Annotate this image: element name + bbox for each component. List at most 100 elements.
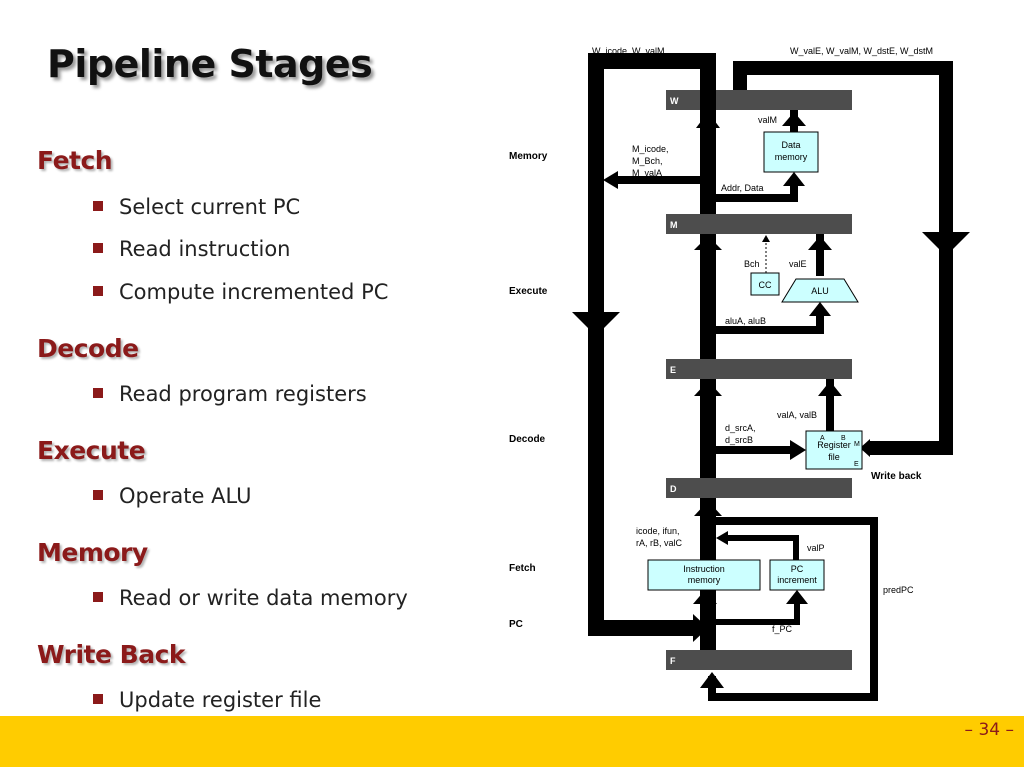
stage-label-decode: Decode [509, 434, 546, 445]
data-memory-unit [763, 131, 819, 173]
signal-label-m-fields: M_Bch, [632, 156, 663, 166]
register-file-label: file [828, 452, 840, 462]
register-label-f: F [670, 656, 676, 666]
arrowhead [762, 235, 770, 242]
register-label-e: E [670, 365, 676, 375]
data-memory-label: memory [775, 152, 808, 162]
stage-label-execute: Execute [509, 286, 548, 297]
arrowhead [700, 672, 724, 688]
section-heading-memory: Memory [37, 538, 148, 567]
signal-label-fetch-fields: rA, rB, valC [636, 538, 683, 548]
arrowhead [603, 171, 618, 189]
signal-label-alua-alub: aluA, aluB [725, 316, 766, 326]
wire-e-column [700, 379, 716, 478]
arrowhead [808, 236, 832, 250]
arrowhead [809, 302, 831, 316]
register-file-unit [805, 430, 863, 470]
signal-label-valm: valM [758, 115, 777, 125]
signal-label-d-src: d_srcB [725, 435, 753, 445]
bullet-square-icon [93, 490, 103, 500]
signal-label-m-fields: M_valA [632, 168, 662, 178]
arrowhead [693, 590, 717, 604]
register-port-b-label: B [841, 435, 846, 442]
bullet-item: Operate ALU [93, 484, 252, 508]
wire-vale [816, 234, 824, 276]
signal-label-w-vale-valm-dst: W_valE, W_valM, W_dstE, W_dstM [790, 46, 933, 56]
section-heading-execute: Execute [37, 436, 146, 465]
register-label-m: M [670, 220, 678, 230]
wire-valp [724, 535, 799, 560]
alu-unit [781, 278, 859, 303]
pipeline-register-d [666, 478, 852, 498]
arrowhead [694, 501, 722, 516]
page-number: – 34 – [964, 720, 1014, 740]
signal-label-d-src: d_srcA, [725, 423, 756, 433]
section-heading-decode: Decode [37, 334, 139, 363]
bullet-item: Select current PC [93, 195, 300, 219]
register-port-e-label: E [854, 461, 859, 468]
arrowhead [860, 439, 870, 457]
wire-instr-mem-in [701, 592, 709, 650]
stage-label-pc: PC [509, 619, 523, 630]
instruction-memory-unit [647, 559, 761, 591]
wire-vala-valb [826, 379, 834, 431]
bullet-item: Update register file [93, 688, 321, 712]
pipeline-register-m [666, 214, 852, 234]
bullet-square-icon [93, 201, 103, 211]
arrowhead [696, 112, 720, 128]
wire-f-pc [716, 597, 800, 625]
cc-unit [750, 272, 780, 296]
arrowhead [818, 381, 842, 396]
page-title: Pipeline Stages [47, 42, 373, 86]
arrowhead [783, 172, 805, 186]
pc-increment-label: increment [777, 575, 817, 585]
register-label-d: D [670, 484, 677, 494]
wire-m-column [700, 234, 716, 359]
arrowhead [786, 590, 808, 604]
bullet-item: Read instruction [93, 237, 290, 261]
wire-predpc [708, 517, 878, 701]
pipeline-register-e [666, 359, 852, 379]
wire-addr-data [716, 182, 798, 202]
bullet-square-icon [93, 694, 103, 704]
signal-label-vale: valE [789, 259, 807, 269]
signal-label-m-fields: M_icode, [632, 144, 669, 154]
pipeline-register-f [666, 650, 852, 670]
bullet-square-icon [93, 592, 103, 602]
arrowhead [572, 312, 620, 336]
wire-w-vale-valm-dst [733, 61, 953, 455]
register-port-m-label: M [854, 441, 860, 448]
cc-label: CC [759, 280, 772, 290]
bullet-square-icon [93, 286, 103, 296]
bullet-square-icon [93, 388, 103, 398]
signal-label-valp: valP [807, 543, 825, 553]
arrowhead [694, 236, 722, 250]
signal-label-vala-valb: valA, valB [777, 410, 817, 420]
bullet-square-icon [93, 243, 103, 253]
pipeline-register-w [666, 90, 852, 110]
section-heading-fetch: Fetch [37, 146, 113, 175]
signal-label-addr-data: Addr, Data [721, 183, 764, 193]
signal-label-f-pc: f_PC [772, 624, 793, 634]
stage-label-write-back: Write back [871, 471, 922, 482]
instruction-memory-label: memory [688, 575, 721, 585]
arrowhead [716, 531, 728, 545]
bullet-item: Compute incremented PC [93, 280, 388, 304]
section-heading-write-back: Write Back [37, 640, 186, 669]
bullet-item: Read program registers [93, 382, 367, 406]
instruction-memory-label: Instruction [683, 564, 725, 574]
arrowhead [782, 112, 806, 126]
alu-label: ALU [811, 286, 829, 296]
footer-bar: – 34 – [0, 716, 1024, 767]
stage-label-memory: Memory [509, 151, 548, 162]
bullet-item: Read or write data memory [93, 586, 408, 610]
pipeline-diagram: W M E D F Data me [509, 46, 970, 701]
pc-increment-unit [769, 559, 825, 591]
wire-alua-alub [716, 310, 824, 334]
signal-label-bch: Bch [744, 259, 760, 269]
register-port-a-label: A [820, 435, 825, 442]
data-memory-label: Data [781, 140, 800, 150]
pc-increment-label: PC [791, 564, 804, 574]
signal-label-fetch-fields: icode, ifun, [636, 526, 680, 536]
arrowhead [790, 440, 806, 460]
